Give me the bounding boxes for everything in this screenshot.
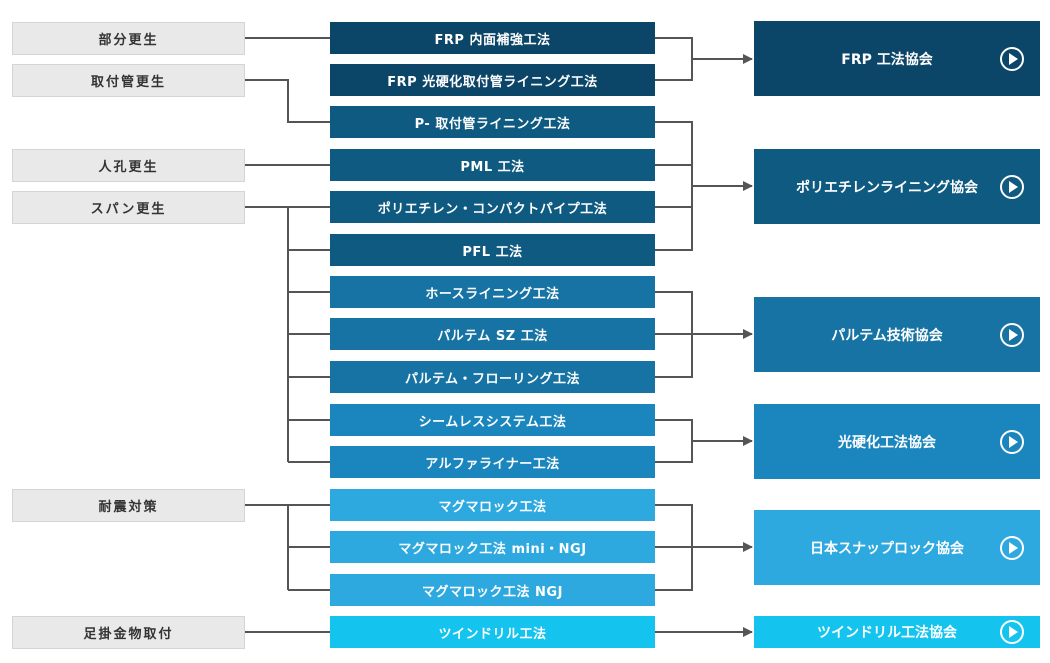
connector-span	[245, 206, 330, 463]
method-p-lateral[interactable]: P- 取付管ライニング工法	[330, 106, 655, 138]
bracket-pe	[655, 121, 752, 251]
association-snaplock-label: 日本スナップロック協会	[810, 540, 964, 557]
method-magmalock-mini[interactable]: マグマロック工法 mini・NGJ	[330, 531, 655, 563]
play-icon	[1000, 322, 1024, 347]
association-snaplock[interactable]: 日本スナップロック協会	[754, 510, 1040, 585]
association-polyethylene[interactable]: ポリエチレンライニング協会	[754, 149, 1040, 224]
method-magmalock-ngj[interactable]: マグマロック工法 NGJ	[330, 574, 655, 606]
play-icon	[1000, 429, 1024, 454]
method-pml[interactable]: PML 工法	[330, 149, 655, 181]
association-light-curing-label: 光硬化工法協会	[838, 434, 936, 451]
play-icon	[1000, 174, 1024, 199]
bracket-snaplock	[655, 504, 752, 591]
method-frp-inner[interactable]: FRP 内面補強工法	[330, 22, 655, 54]
association-light-curing[interactable]: 光硬化工法協会	[754, 404, 1040, 479]
association-twin-drill-label: ツインドリル工法協会	[817, 625, 957, 641]
category-seismic: 耐震対策	[12, 489, 245, 522]
category-partial: 部分更生	[12, 22, 245, 55]
category-span: スパン更生	[12, 191, 245, 224]
method-paltem-flooring[interactable]: パルテム・フローリング工法	[330, 361, 655, 393]
method-twin-drill[interactable]: ツインドリル工法	[330, 616, 655, 648]
method-seamless[interactable]: シームレスシステム工法	[330, 404, 655, 436]
connector-lateral	[245, 79, 330, 123]
association-frp-label: FRP 工法協会	[841, 51, 933, 68]
bracket-light	[655, 419, 752, 463]
association-twin-drill[interactable]: ツインドリル工法協会	[754, 616, 1040, 648]
method-pe-compact[interactable]: ポリエチレン・コンパクトパイプ工法	[330, 191, 655, 223]
connector-seismic	[245, 504, 330, 591]
association-frp[interactable]: FRP 工法協会	[754, 21, 1040, 96]
bracket-paltem	[655, 291, 752, 378]
play-icon	[1000, 620, 1024, 644]
method-paltem-sz[interactable]: パルテム SZ 工法	[330, 318, 655, 350]
play-icon	[1000, 46, 1024, 71]
method-frp-light-lateral[interactable]: FRP 光硬化取付管ライニング工法	[330, 64, 655, 96]
bracket-frp	[655, 37, 752, 81]
association-polyethylene-label: ポリエチレンライニング協会	[796, 179, 978, 196]
category-manhole: 人孔更生	[12, 149, 245, 182]
method-alpha-liner[interactable]: アルファライナー工法	[330, 446, 655, 478]
method-magmalock[interactable]: マグマロック工法	[330, 489, 655, 521]
play-icon	[1000, 535, 1024, 560]
method-hose-lining[interactable]: ホースライニング工法	[330, 276, 655, 308]
method-pfl[interactable]: PFL 工法	[330, 234, 655, 266]
association-paltem[interactable]: パルテム技術協会	[754, 297, 1040, 372]
association-paltem-label: パルテム技術協会	[831, 327, 943, 344]
category-lateral: 取付管更生	[12, 64, 245, 97]
category-step: 足掛金物取付	[12, 616, 245, 649]
